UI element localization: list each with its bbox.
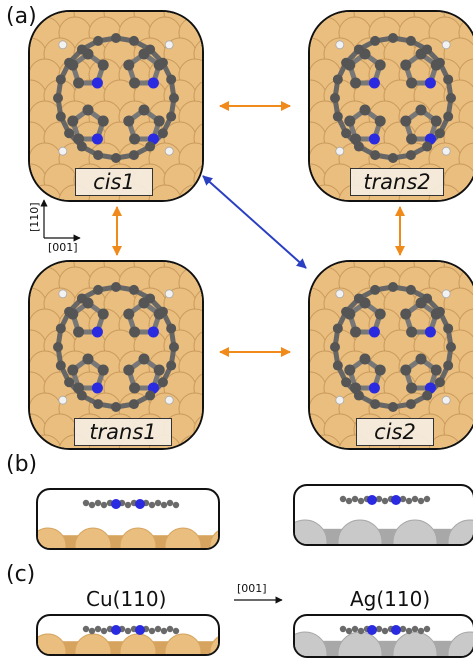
- surface-label-ag: Ag(110): [350, 587, 431, 611]
- side-view-ag-c: [293, 614, 473, 658]
- side-direction-label: [001]: [237, 582, 267, 595]
- panel-label-b: (b): [6, 452, 38, 477]
- surface-label-cu: Cu(110): [86, 587, 167, 611]
- isomer-label-cis2: cis2: [356, 418, 434, 446]
- isomer-cis1-panel: cis1: [28, 10, 204, 202]
- panel-label-a: (a): [6, 4, 37, 29]
- isomer-trans1-panel: trans1: [28, 260, 204, 450]
- panel-label-c: (c): [6, 562, 36, 587]
- isomer-label-trans2: trans2: [350, 168, 444, 196]
- trans1-molecule-render: [30, 262, 202, 448]
- isomer-label-trans1: trans1: [74, 418, 172, 446]
- axis-110-label: [110]: [28, 202, 41, 232]
- side-view-cu-b: [36, 488, 220, 550]
- side-view-ag-b: [293, 484, 473, 546]
- cu-side-render-c: [38, 625, 218, 654]
- cu-side-render-b: [38, 499, 218, 548]
- cis2-molecule-render: [310, 262, 473, 448]
- isomer-cis2-panel: cis2: [308, 260, 473, 450]
- cis1-molecule-render: [30, 12, 202, 200]
- ag-side-render-c: [295, 625, 473, 656]
- arrows-overlay: [40, 101, 405, 357]
- isomer-trans2-panel: trans2: [308, 10, 473, 202]
- isomer-label-cis1: cis1: [75, 168, 153, 196]
- ag-side-render-b: [295, 495, 473, 544]
- arrow-cis1-cis2: [202, 175, 307, 269]
- side-view-cu-c: [36, 614, 220, 656]
- side-direction-arrow: [234, 596, 283, 604]
- axis-001-label: [001]: [48, 241, 78, 254]
